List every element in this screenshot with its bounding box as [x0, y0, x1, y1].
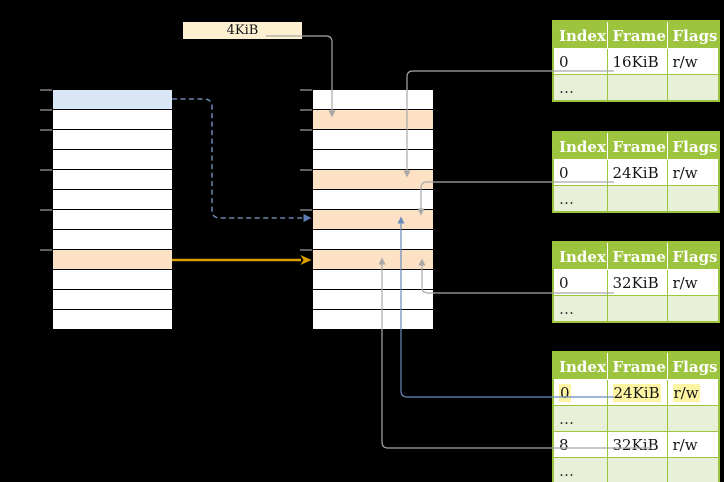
- page-table-2-row-2-flags-cell: [666, 185, 720, 213]
- page-table-4-row-1-frame-cell: 24KiB: [606, 379, 668, 406]
- page-table-2-row-2-frame-cell: [606, 185, 668, 213]
- virtual-memory-column-row-2: [53, 110, 172, 130]
- physical-memory-column-row-4: [313, 150, 433, 170]
- virtual-memory-column-row-7: [53, 210, 172, 230]
- physical-memory-column-row-8: [313, 230, 433, 250]
- virtual-memory-column-row-1: [53, 90, 172, 110]
- page-table-4-row-2-index-cell: …: [552, 405, 608, 432]
- physical-memory-column-row-10: [313, 270, 433, 290]
- page-table-1-row-1-index-cell: 0: [552, 48, 608, 75]
- page-table-1-row-2-frame-cell: [606, 74, 668, 102]
- virtual-to-table-dashed-arrow: [172, 98, 312, 222]
- page-table-1-row-2-flags-cell: [666, 74, 720, 102]
- page-table-4-row-2-flags-cell: [666, 405, 720, 432]
- page-table-1-row-2: …: [552, 74, 720, 102]
- column-header-flags: Flags: [666, 352, 719, 380]
- page-table-1-row-2-index-cell: …: [552, 74, 608, 102]
- column-header-index: Index: [553, 132, 607, 160]
- page-table-3-row-1-flags-cell: r/w: [666, 269, 720, 296]
- column-header-flags: Flags: [666, 21, 719, 49]
- physical-memory-column: [313, 90, 433, 330]
- page-table-4-row-4-frame-cell: [606, 457, 668, 482]
- virtual-memory-column-row-11: [53, 290, 172, 310]
- column-header-frame: Frame: [606, 132, 667, 160]
- page-table-4-row-1: 0 24KiB r/w: [552, 379, 720, 406]
- page-table-4-row-1-flags-cell: r/w: [666, 379, 720, 406]
- page-table-2-row-1-index-cell: 0: [552, 159, 608, 186]
- page-table-1-row-1-frame-cell: 16KiB: [606, 48, 668, 75]
- virtual-memory-column-row-12: [53, 310, 172, 330]
- highlighted-value: 24KiB: [612, 383, 661, 402]
- virtual-memory-column-row-5: [53, 170, 172, 190]
- column-header-frame: Frame: [606, 21, 667, 49]
- column-header-flags: Flags: [666, 242, 719, 270]
- page-table-4-row-4: …: [552, 457, 720, 482]
- physical-memory-column-row-1: [313, 90, 433, 110]
- virtual-memory-column-row-8: [53, 230, 172, 250]
- page-table-2-row-2: …: [552, 185, 720, 213]
- column-header-index: Index: [553, 242, 607, 270]
- virtual-memory-column-row-3: [53, 130, 172, 150]
- virtual-memory-column-row-4: [53, 150, 172, 170]
- page-table-4-row-3-frame-cell: 32KiB: [606, 431, 668, 458]
- page-table-1-row-1-flags-cell: r/w: [666, 48, 720, 75]
- physical-memory-column-row-2: [313, 110, 433, 130]
- page-table-1-header-row: Index Frame Flags: [553, 21, 719, 49]
- virtual-memory-column-row-10: [53, 270, 172, 290]
- physical-memory-column-row-11: [313, 290, 433, 310]
- page-table-3-row-2-flags-cell: [666, 295, 720, 323]
- page-table-4-row-4-index-cell: …: [552, 457, 608, 482]
- page-table-2-row-1-flags-cell: r/w: [666, 159, 720, 186]
- page-table-4-row-2: …: [552, 405, 720, 432]
- column-header-frame: Frame: [606, 352, 667, 380]
- page-table-2-row-2-index-cell: …: [552, 185, 608, 213]
- page-size-label: 4KiB: [183, 22, 302, 39]
- column-header-flags: Flags: [666, 132, 719, 160]
- page-table-3-row-1-frame-cell: 32KiB: [606, 269, 668, 296]
- physical-memory-column-row-12: [313, 310, 433, 330]
- page-table-3-row-1-index-cell: 0: [552, 269, 608, 296]
- page-table-3-row-2: …: [552, 295, 720, 323]
- physical-memory-column-row-3: [313, 130, 433, 150]
- virtual-memory-column-row-9: [53, 250, 172, 270]
- page-table-4-row-4-flags-cell: [666, 457, 720, 482]
- page-table-4-row-1-index-cell: 0: [552, 379, 608, 406]
- page-table-2-row-1-frame-cell: 24KiB: [606, 159, 668, 186]
- column-header-frame: Frame: [606, 242, 667, 270]
- page-table-4-row-2-frame-cell: [606, 405, 668, 432]
- highlighted-value: 0: [559, 383, 571, 402]
- page-table-3-row-2-index-cell: …: [552, 295, 608, 323]
- physical-memory-column-row-7: [313, 210, 433, 230]
- virtual-memory-column-row-6: [53, 190, 172, 210]
- column-header-index: Index: [553, 21, 607, 49]
- virtual-memory-column: [53, 90, 172, 330]
- page-size-label-text: 4KiB: [226, 23, 259, 38]
- physical-memory-column-row-5: [313, 170, 433, 190]
- highlighted-value: r/w: [672, 383, 700, 402]
- page-table-3-header-row: Index Frame Flags: [553, 242, 719, 270]
- physical-memory-column-row-6: [313, 190, 433, 210]
- page-table-4-row-3-index-cell: 8: [552, 431, 608, 458]
- page-table-4-header-row: Index Frame Flags: [553, 352, 719, 380]
- column-header-index: Index: [553, 352, 607, 380]
- physical-memory-column-row-9: [313, 250, 433, 270]
- page-table-2-header-row: Index Frame Flags: [553, 132, 719, 160]
- page-table-4-row-3-flags-cell: r/w: [666, 431, 720, 458]
- page-table-3-row-2-frame-cell: [606, 295, 668, 323]
